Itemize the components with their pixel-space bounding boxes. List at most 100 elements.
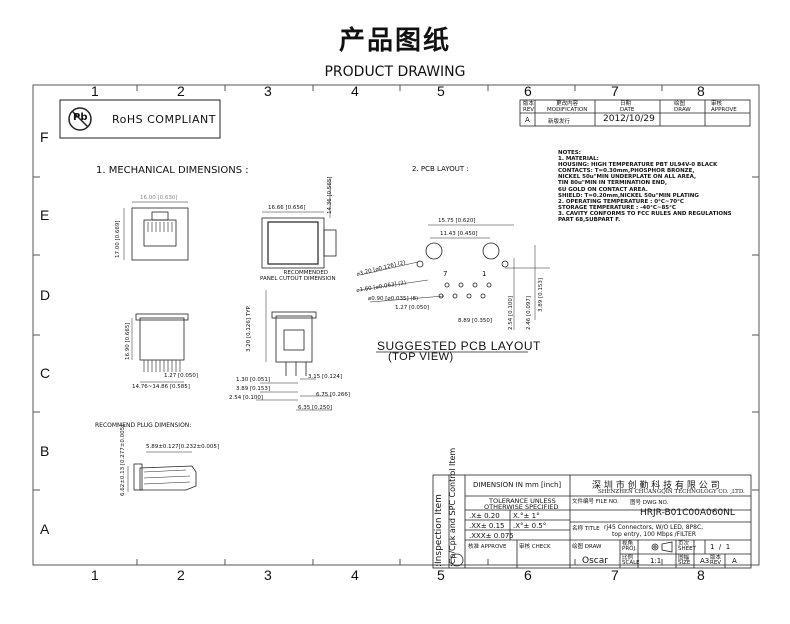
tb-company-cn: 深 圳 市 创 勤 科 技 有 限 公 司 [592, 481, 720, 491]
tb-rev-label: 版本 REV [710, 555, 722, 566]
dim-side-pitch: 1.27 [0.050] [164, 373, 199, 379]
tb-dwg-no: HRJR-B01C00A060NL [640, 508, 735, 518]
dim-front-h: 17.00 [0.669] [115, 220, 121, 258]
plug-heading: RECOMMEND PLUG DIMENSION: [95, 422, 192, 429]
suggested-pcb-label: SUGGESTED PCB LAYOUT [377, 339, 541, 353]
tb-scale-label: 比例 SCALE [622, 555, 640, 566]
dim-sv-h: 3.20 [0.126] TYP. [246, 305, 252, 352]
modification-value: 新版发行 [548, 119, 571, 125]
zone-row-b: B [40, 443, 50, 459]
zone-col-5: 5 [437, 83, 445, 99]
dim-sv-254: 2.54 [0.100] [229, 395, 264, 401]
tb-sheet-label: 页次 SHEET [678, 541, 696, 552]
page-title-cn: 产品图纸 [338, 26, 451, 56]
tb-scale: 1:1 [650, 557, 662, 565]
revision-table [519, 99, 751, 127]
zone-row-c: C [40, 365, 51, 381]
tb-tol-a2: .XX± 0.15 [469, 522, 505, 530]
tb-dwg-no-label: 图号 DWG NO. [630, 500, 669, 506]
mechanical-heading: 1. MECHANICAL DIMENSIONS : [96, 165, 249, 176]
mount-hole-left [425, 242, 443, 260]
dim-pcb-w: 15.75 [0.620] [438, 218, 476, 224]
zone-col-6: 6 [524, 83, 532, 99]
zone-col-4: 4 [351, 83, 359, 99]
tb-drawer: Oscar [582, 556, 608, 566]
zone-col-3: 3 [264, 83, 272, 99]
tb-size-label: 图幅 SIZE [678, 555, 691, 566]
zone-col-8-bottom: 8 [697, 567, 705, 583]
plug-drawing [127, 451, 197, 492]
frame [32, 84, 760, 566]
zone-col-2: 2 [177, 83, 185, 99]
title-block [432, 474, 752, 569]
dim-r2: 2.46 [0.097] [526, 295, 532, 330]
zone-col-7: 7 [611, 83, 619, 99]
zone-col-6-bottom: 6 [524, 567, 532, 583]
projection-icon [651, 541, 673, 553]
zone-col-4-bottom: 4 [351, 567, 359, 583]
page-title-en: PRODUCT DRAWING [324, 64, 466, 80]
zone-col-1-bottom: 1 [91, 567, 99, 583]
rohs-pb-icon [68, 107, 92, 131]
tb-side-inspection: :Inspection Item [434, 494, 444, 567]
dim-plug-h: 6.62±0.13 [0.277±0.005] [120, 424, 126, 496]
dim-sv-675: 6.75 [0.266] [316, 392, 351, 398]
tb-dimension-in: DIMENSION IN mm [inch] [473, 481, 562, 489]
dim-plug-w: 5.89±0.127[0.232±0.005] [146, 444, 219, 450]
dim-hole-090: ⌀0.90 [⌀0.035] (8) [368, 296, 419, 302]
tb-approve-label: 核准 APPROVE [468, 544, 507, 550]
zone-row-e: E [40, 207, 50, 223]
dim-sv-130: 1.30 [0.051] [236, 377, 271, 383]
rohs-label: RoHS COMPLIANT [112, 113, 216, 126]
zone-col-5-bottom: 5 [437, 567, 445, 583]
pcb-heading: 2. PCB LAYOUT : [412, 165, 469, 173]
tb-side-spc: :Cp/Cpk and SPC Control Item [448, 447, 457, 567]
dim-side-h: 16.90 [0.665] [125, 322, 131, 360]
mount-hole-right [482, 242, 500, 260]
zone-col-3-bottom: 3 [264, 567, 272, 583]
dim-sv-315: 3.15 [0.124] [308, 374, 343, 380]
tb-rev: A [732, 557, 737, 565]
tb-tolerance-2: OTHERWISE SPECIFIED [484, 503, 559, 511]
tb-tol-b2: .X°± 0.5° [513, 522, 547, 530]
rohs-block [59, 99, 221, 139]
dim-pcb-w2: 11.43 [0.450] [440, 231, 478, 237]
tb-tol-b1: X.°± 1° [513, 512, 540, 520]
cpk-icon [450, 553, 464, 567]
notes-block: NOTES:1. MATERIAL: HOUSING: HIGH TEMPERA… [558, 150, 732, 224]
pcb-layout [359, 224, 550, 353]
tb-tol-a1: .X± 0.20 [469, 512, 500, 520]
date-value: 2012/10/29 [603, 114, 655, 124]
tb-title-2: top entry, 100 Mbps /FILTER [612, 531, 696, 538]
tb-sheet: 1 / 1 [710, 543, 731, 551]
rohs-pb-symbol: Pb [73, 112, 88, 123]
front-view [123, 201, 189, 261]
dim-r3: 3.89 [0.153] [538, 277, 544, 312]
zone-col-7-bottom: 7 [611, 567, 619, 583]
rev-value: A [525, 116, 530, 124]
rear-view [131, 313, 189, 383]
dim-r1: 2.54 [0.100] [508, 295, 514, 330]
pin-1-label: 1 [482, 270, 487, 278]
dim-front-w: 16.00 [0.630] [140, 195, 178, 201]
dim-cut-w: 16.66 [0.656] [268, 205, 306, 211]
tb-check-label: 审核 CHECK [519, 544, 551, 550]
zone-row-d: D [40, 287, 51, 303]
zone-row-a: A [40, 521, 50, 537]
zone-col-1: 1 [91, 83, 99, 99]
pin-holes [438, 282, 492, 299]
dim-cut-h: 14.36 [0.565] [327, 176, 333, 214]
dim-sv-389: 3.89 [0.153] [236, 386, 271, 392]
zone-row-f: F [40, 129, 49, 145]
tb-size: A3 [700, 557, 710, 565]
dim-pitch: 1.27 [0.050] [395, 305, 430, 311]
dim-row-gap: 8.89 [0.350] [458, 318, 493, 324]
tb-tol-a3: .XXX± 0.075 [469, 532, 514, 540]
